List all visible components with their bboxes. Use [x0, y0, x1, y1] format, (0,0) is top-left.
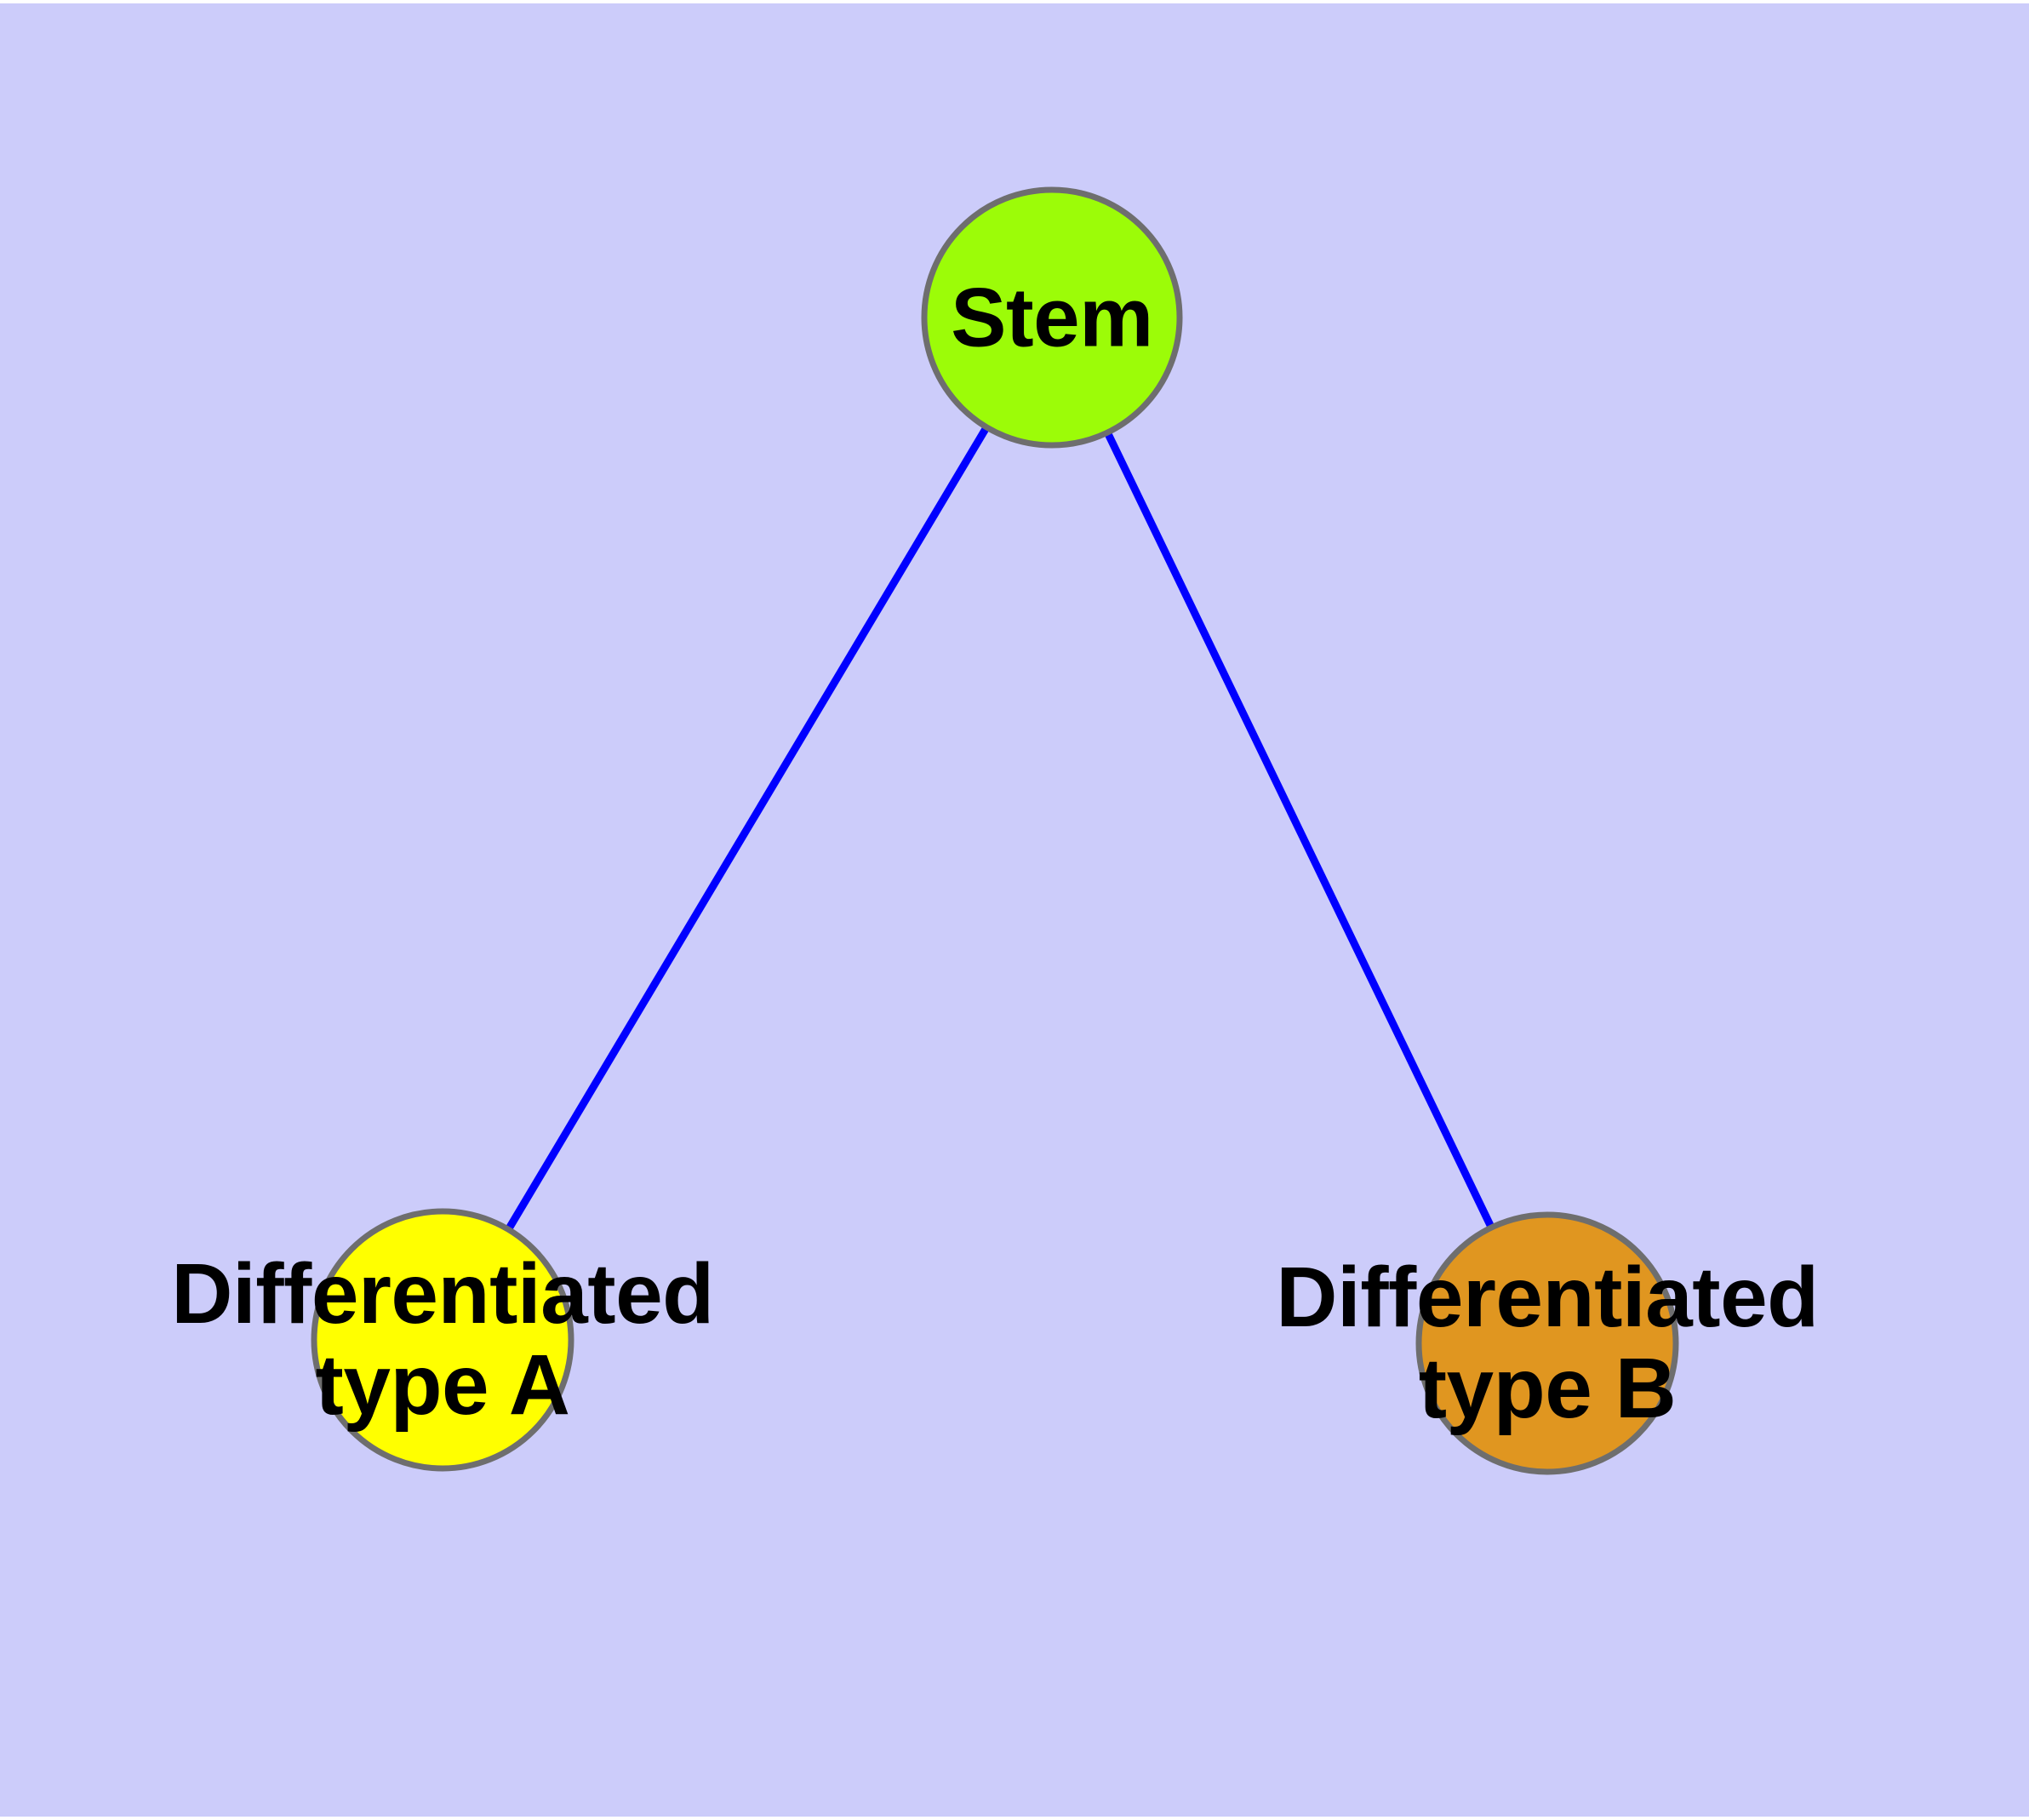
edges-layer: [439, 315, 1552, 1345]
edge-stem-to-differentiated-type-b: [1048, 316, 1552, 1345]
graph-svg: [311, 186, 1679, 1475]
edge-stem-to-differentiated-type-a: [439, 315, 1055, 1342]
nodes-layer: [311, 186, 1679, 1475]
node-stem[interactable]: [921, 186, 1183, 449]
node-differentiated-type-a[interactable]: [311, 1208, 574, 1472]
diagram-plot-area: Stem Differentiated type A Differentiate…: [0, 3, 2029, 1817]
node-differentiated-type-b[interactable]: [1415, 1211, 1679, 1475]
